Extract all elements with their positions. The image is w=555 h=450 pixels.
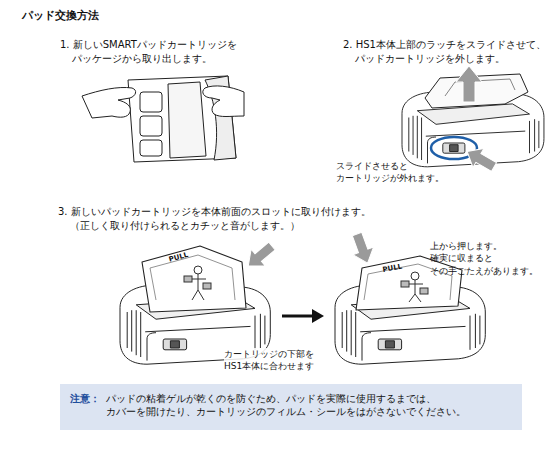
sequence-arrow	[282, 315, 314, 318]
note-box: 注意： パッドの粘着ゲルが乾くのを防ぐため、パッドを実際に使用するまでは、 カバー…	[60, 384, 522, 430]
pad-window	[140, 116, 162, 136]
lift-arrow	[456, 66, 482, 102]
pad-figure	[184, 266, 211, 300]
sequence-arrow-head	[312, 309, 324, 323]
pad-window	[140, 140, 162, 156]
callout-text: スライドさせると カートリッジが外れます。	[336, 160, 444, 185]
callout-text: カートリッジの下部を HS1本体に合わせます	[224, 348, 319, 373]
tilted-cartridge	[142, 246, 246, 312]
step-instruction: 1. 新しいSMARTパッドカートリッジを パッケージから取り出します。	[60, 38, 262, 66]
package-illustration	[82, 76, 244, 162]
device-remove-illustration	[402, 66, 544, 177]
pad-window	[140, 92, 162, 112]
insert-arrow	[241, 238, 279, 275]
press-arrow	[347, 230, 378, 267]
seated-cartridge	[356, 256, 462, 310]
device-insert-illustration	[120, 238, 279, 365]
right-hand	[203, 86, 244, 117]
cartridge-detail	[150, 255, 235, 300]
note-heading: 注意：	[70, 392, 100, 406]
page-title: パッド交換方法	[22, 8, 99, 22]
callout-text: 上から押します。 確実に収まると その手ごたえがあります。	[430, 240, 542, 277]
step-instruction: 2. HS1本体上部のラッチをスライドさせて、 パッドカートリッジを外します。	[343, 38, 555, 66]
left-hand	[82, 87, 136, 118]
note-text: パッドの粘着ゲルが乾くのを防ぐため、パッドを実際に使用するまでは、 カバーを開け…	[106, 392, 511, 418]
step-instruction: 3. 新しいパッドカートリッジを本体前面のスロットに取り付けます。 （正しく取り…	[58, 205, 390, 233]
cartridge-edge	[168, 82, 206, 158]
slide-arrow	[462, 142, 500, 177]
pad-figure	[401, 272, 428, 302]
